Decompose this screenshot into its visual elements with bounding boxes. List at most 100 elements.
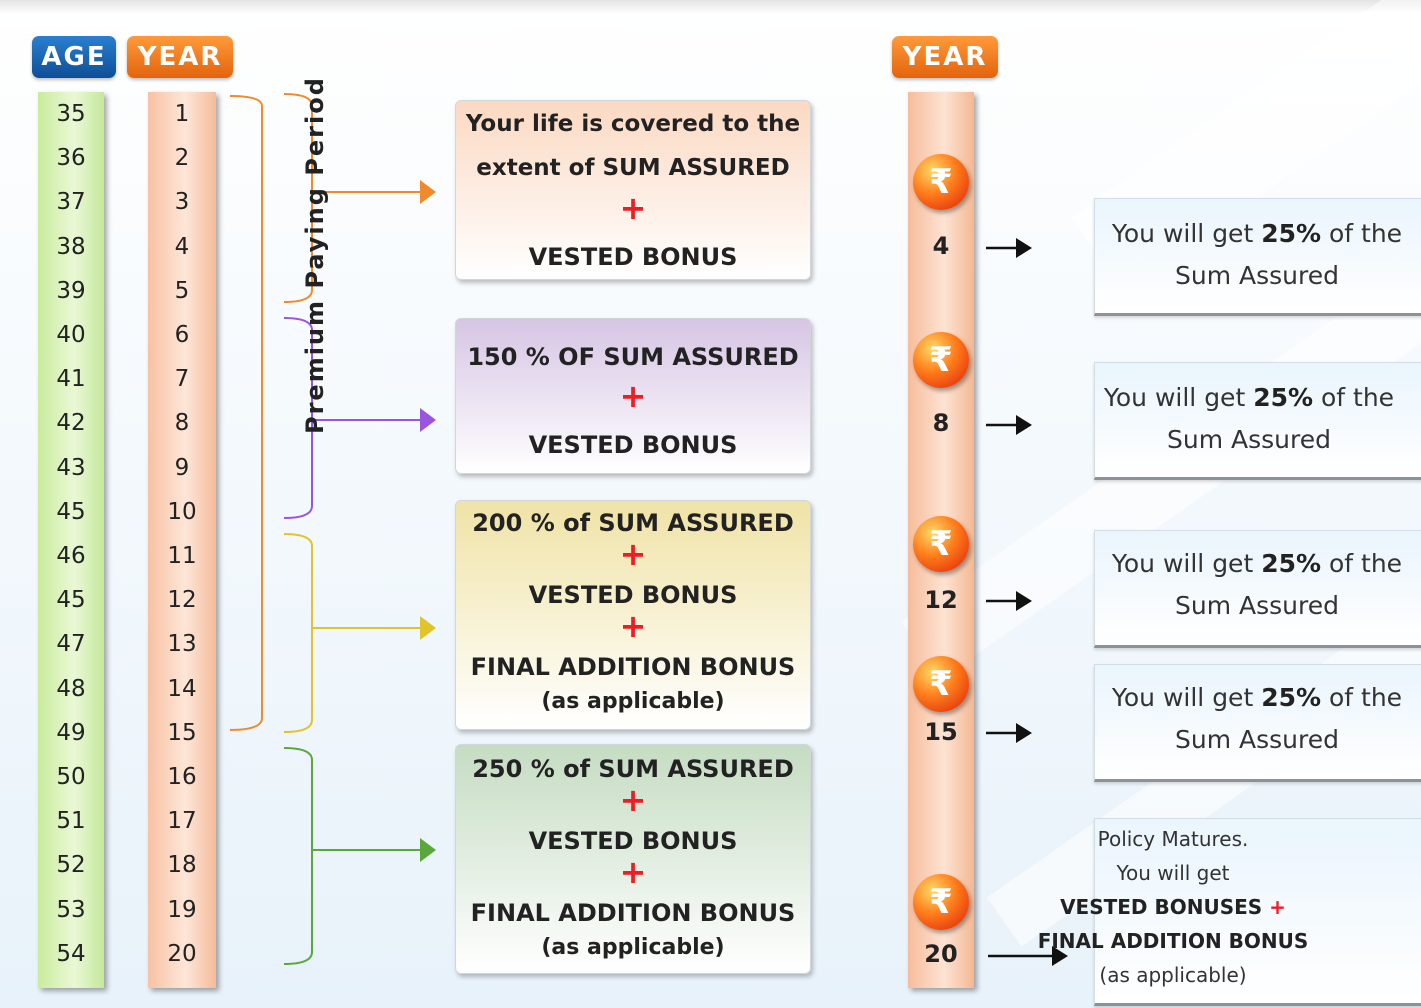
year-header-right: YEAR bbox=[892, 36, 998, 78]
year-cell: 7 bbox=[174, 366, 190, 393]
year-cell: 19 bbox=[167, 896, 197, 923]
benefit-text: extent of SUM ASSURED bbox=[476, 155, 790, 181]
arrow-head bbox=[1052, 946, 1068, 966]
year-cell: 4 bbox=[174, 233, 190, 260]
payout-text: You will get 25% of the bbox=[1111, 549, 1403, 578]
year-cell: 12 bbox=[167, 587, 197, 614]
year-cell: 6 bbox=[174, 322, 190, 348]
payout-box-year-15: You will get 25% of the Sum Assured bbox=[1094, 664, 1421, 782]
plus-icon: + bbox=[619, 607, 647, 645]
age-cell: 40 bbox=[56, 322, 86, 348]
maturity-text: (as applicable) bbox=[1099, 963, 1247, 987]
rupee-coin-icon: ₹ bbox=[913, 516, 969, 572]
arrow-head bbox=[420, 838, 436, 862]
year-cell: 13 bbox=[167, 631, 197, 658]
bracket-years-11-15 bbox=[283, 533, 420, 733]
year-cell: 10 bbox=[167, 498, 197, 525]
rupee-coin-icon: ₹ bbox=[913, 656, 969, 712]
plus-icon: + bbox=[1269, 895, 1286, 919]
plus-icon: + bbox=[619, 189, 647, 227]
rupee-coin-icon: ₹ bbox=[913, 332, 969, 388]
age-cell: 45 bbox=[56, 587, 86, 614]
age-cell: 49 bbox=[56, 719, 86, 746]
maturity-text: FINAL ADDITION BONUS bbox=[1037, 929, 1309, 953]
arrow-head bbox=[420, 616, 436, 640]
benefit-text: FINAL ADDITION BONUS bbox=[470, 899, 796, 927]
payout-box-year-12: You will get 25% of the Sum Assured bbox=[1094, 530, 1421, 648]
arrow-head bbox=[1016, 415, 1032, 435]
payout-year: 20 bbox=[924, 940, 958, 968]
benefit-text: 200 % of SUM ASSURED bbox=[472, 509, 794, 537]
bracket-years-6-10 bbox=[283, 317, 420, 519]
benefit-text: Your life is covered to the bbox=[465, 111, 801, 137]
age-cell: 35 bbox=[56, 101, 86, 127]
benefit-text: 250 % of SUM ASSURED bbox=[472, 755, 794, 783]
maturity-box: Policy Matures. You will get VESTED BONU… bbox=[1038, 818, 1421, 1006]
benefit-text: 150 % OF SUM ASSURED bbox=[467, 343, 799, 371]
benefit-box-years-1-5: Your life is covered to the extent of SU… bbox=[455, 100, 811, 280]
age-cell: 43 bbox=[56, 454, 86, 481]
payout-box-year-4: You will get 25% of the Sum Assured bbox=[1094, 198, 1421, 316]
payout-text: You will get 25% of the bbox=[1103, 383, 1395, 412]
age-cell: 51 bbox=[56, 808, 86, 835]
age-cell: 46 bbox=[56, 543, 86, 569]
benefit-box-years-16-20: 250 % of SUM ASSURED + VESTED BONUS + FI… bbox=[455, 744, 811, 974]
premium-paying-period-label: Premium Paying Period bbox=[301, 76, 329, 434]
plus-icon: + bbox=[619, 535, 647, 573]
age-cell: 42 bbox=[56, 410, 86, 437]
plus-icon: + bbox=[619, 377, 647, 415]
payout-text: You will get 25% of the bbox=[1111, 219, 1403, 248]
payout-text: Sum Assured bbox=[1175, 725, 1339, 754]
age-cell: 50 bbox=[56, 764, 86, 790]
bracket-years-1-5 bbox=[283, 93, 420, 303]
rupee-coin-icon: ₹ bbox=[913, 874, 969, 930]
year-cell: 11 bbox=[167, 543, 197, 569]
payout-text: Sum Assured bbox=[1175, 591, 1339, 620]
age-cell: 48 bbox=[56, 675, 86, 702]
year-cell: 5 bbox=[174, 277, 190, 304]
payout-text: Sum Assured bbox=[1167, 425, 1331, 454]
year-cell: 9 bbox=[174, 454, 190, 481]
benefit-text: VESTED BONUS bbox=[528, 827, 738, 855]
payout-text: Sum Assured bbox=[1175, 261, 1339, 290]
age-header: AGE bbox=[32, 36, 116, 78]
benefit-text: VESTED BONUS bbox=[528, 581, 738, 609]
age-cell: 36 bbox=[56, 145, 86, 172]
maturity-text: Policy Matures. bbox=[1097, 827, 1249, 851]
benefit-note: (as applicable) bbox=[541, 689, 725, 714]
maturity-text: You will get bbox=[1116, 861, 1230, 885]
payout-box-year-8: You will get 25% of the Sum Assured bbox=[1094, 362, 1421, 480]
age-cell: 45 bbox=[56, 498, 86, 525]
benefit-box-years-6-10: 150 % OF SUM ASSURED + VESTED BONUS bbox=[455, 318, 811, 474]
age-cell: 41 bbox=[56, 366, 86, 393]
arrow-head bbox=[1016, 723, 1032, 743]
payout-year: 12 bbox=[924, 586, 958, 614]
year-cell: 8 bbox=[174, 410, 190, 437]
rupee-coin-icon: ₹ bbox=[913, 154, 969, 210]
year-cell: 2 bbox=[174, 145, 190, 172]
age-cell: 37 bbox=[56, 189, 86, 216]
age-cell: 53 bbox=[56, 896, 86, 923]
benefit-text: VESTED BONUS bbox=[528, 243, 738, 271]
benefit-text: VESTED BONUS bbox=[528, 431, 738, 459]
arrow-head bbox=[420, 408, 436, 432]
year-cell: 15 bbox=[167, 719, 197, 746]
benefit-note: (as applicable) bbox=[541, 935, 725, 960]
payout-year: 8 bbox=[932, 409, 950, 437]
premium-bracket bbox=[229, 95, 263, 731]
year-cell: 20 bbox=[167, 940, 197, 967]
year-header: YEAR bbox=[127, 36, 233, 78]
year-cell: 14 bbox=[167, 675, 197, 702]
age-cell: 39 bbox=[56, 277, 86, 304]
payout-year: 15 bbox=[924, 718, 958, 746]
arrow-head bbox=[1016, 591, 1032, 611]
age-cell: 47 bbox=[56, 631, 86, 658]
plus-icon: + bbox=[619, 781, 647, 819]
year-cell: 16 bbox=[167, 764, 197, 790]
year-cell: 17 bbox=[167, 808, 197, 835]
arrow-head bbox=[420, 180, 436, 204]
